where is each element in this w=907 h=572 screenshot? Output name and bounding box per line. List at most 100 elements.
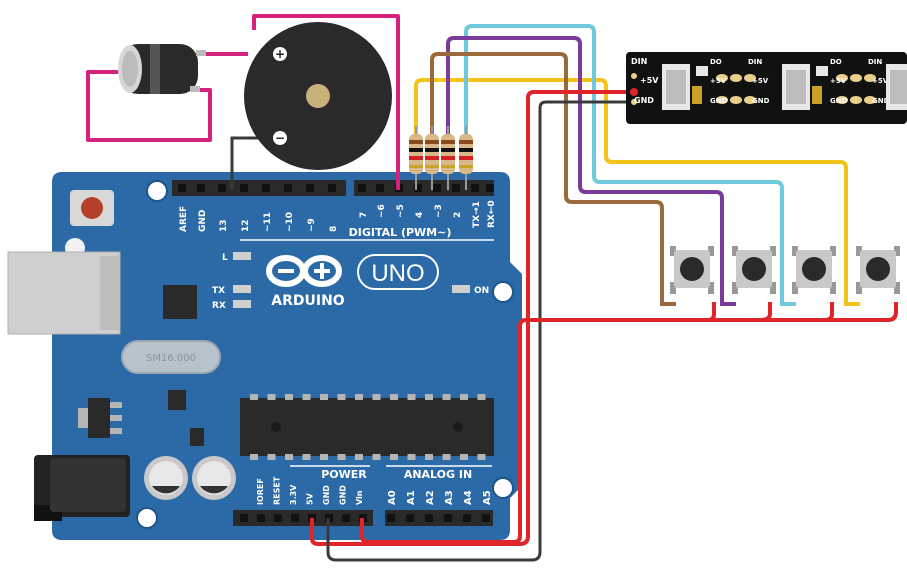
- digital-pin-label: ~9: [307, 218, 317, 232]
- digital-pin-socket[interactable]: [306, 184, 314, 192]
- wire-cyan[interactable]: [464, 24, 796, 306]
- digital-pin-label: 7: [359, 212, 369, 218]
- wire-red-strip[interactable]: [310, 90, 634, 546]
- wire-yellow[interactable]: [414, 78, 860, 306]
- digital-pin-socket[interactable]: [218, 184, 226, 192]
- digital-pin-label: ~5: [396, 204, 406, 218]
- wire-pink[interactable]: [86, 14, 400, 190]
- push-button[interactable]: [732, 246, 776, 294]
- resistor[interactable]: [459, 126, 473, 190]
- button-cap: [866, 257, 890, 281]
- push-button[interactable]: [670, 246, 714, 294]
- led-solder-pad: [730, 96, 742, 104]
- button-leg: [708, 282, 714, 294]
- regulator-leg: [110, 402, 122, 408]
- power-pin-socket[interactable]: [240, 514, 248, 522]
- digital-pin-socket[interactable]: [433, 184, 441, 192]
- strip-5v-label: +5V: [752, 77, 769, 85]
- digital-header-label: DIGITAL (PWM~): [349, 226, 452, 239]
- analog-pin-socket[interactable]: [387, 514, 395, 522]
- resistor-band: [441, 148, 455, 152]
- power-pin-socket[interactable]: [257, 514, 265, 522]
- piezo-buzzer[interactable]: + −: [244, 22, 392, 170]
- digital-pin-label: ~6: [377, 204, 387, 218]
- resistor-band: [441, 140, 455, 144]
- wire-brown[interactable]: [430, 52, 676, 306]
- reset-button[interactable]: [70, 190, 114, 226]
- analog-pin-socket[interactable]: [444, 514, 452, 522]
- buzzer-plus-label: +: [275, 47, 285, 61]
- electrolytic-capacitor[interactable]: [118, 44, 206, 94]
- digital-pin-socket[interactable]: [240, 184, 248, 192]
- regulator-leg: [110, 428, 122, 434]
- arduino-board[interactable]: SM16.000 L TX: [7, 172, 522, 540]
- header-digital-left: [172, 180, 346, 196]
- analog-pin-socket[interactable]: [406, 514, 414, 522]
- chip-pin: [460, 394, 468, 400]
- resistor-band: [441, 165, 455, 168]
- digital-pin-label: 4: [415, 212, 425, 218]
- digital-pin-socket[interactable]: [178, 184, 186, 192]
- led-tx: [233, 285, 251, 293]
- led-solder-pad: [836, 96, 848, 104]
- mount-hole: [492, 281, 514, 303]
- digital-pin-socket[interactable]: [358, 184, 366, 192]
- led-on-label: ON: [474, 286, 489, 296]
- strip-din-label: DIN: [631, 57, 647, 66]
- digital-pin-socket[interactable]: [376, 184, 384, 192]
- digital-pin-label: ~3: [434, 204, 444, 218]
- chip-pin: [460, 454, 468, 460]
- digital-pin-socket[interactable]: [284, 184, 292, 192]
- analog-pin-socket[interactable]: [463, 514, 471, 522]
- power-pin-socket[interactable]: [342, 514, 350, 522]
- chip-pin: [355, 454, 363, 460]
- power-pin-socket[interactable]: [274, 514, 282, 522]
- usb-connector-inner: [100, 256, 120, 330]
- button-cap: [680, 257, 704, 281]
- digital-pin-label: 13: [219, 219, 229, 232]
- digital-pin-socket[interactable]: [197, 184, 205, 192]
- digital-pin-socket[interactable]: [414, 184, 422, 192]
- button-leg: [670, 282, 676, 294]
- power-pin-socket[interactable]: [291, 514, 299, 522]
- digital-pin-label: 12: [241, 219, 251, 232]
- resistor[interactable]: [425, 126, 439, 190]
- led-rx: [233, 300, 251, 308]
- wire-black-strip[interactable]: [326, 100, 634, 562]
- push-button[interactable]: [856, 246, 900, 294]
- digital-pin-socket[interactable]: [452, 184, 460, 192]
- analog-pin-label: A3: [444, 490, 455, 505]
- digital-pin-label: AREF: [179, 206, 189, 232]
- strip-gnd-label: GND: [710, 97, 728, 105]
- chip-pin: [250, 394, 258, 400]
- digital-pin-socket[interactable]: [486, 184, 494, 192]
- button-leg: [894, 246, 900, 256]
- small-transistor: [190, 428, 204, 446]
- wire-purple[interactable]: [446, 36, 736, 306]
- resistor[interactable]: [409, 126, 423, 190]
- button-leg: [830, 282, 836, 294]
- analog-pin-label: A0: [387, 490, 398, 505]
- push-button[interactable]: [792, 246, 836, 294]
- digital-pin-socket[interactable]: [328, 184, 336, 192]
- digital-pin-socket[interactable]: [262, 184, 270, 192]
- analog-pin-socket[interactable]: [482, 514, 490, 522]
- resistor[interactable]: [441, 126, 455, 190]
- digital-pin-socket[interactable]: [471, 184, 479, 192]
- wire-red-buttons[interactable]: [360, 302, 898, 544]
- mount-hole: [146, 180, 168, 202]
- resistor-band: [441, 156, 455, 160]
- led-solder-pad: [744, 74, 756, 82]
- strip-do-label: DO: [710, 58, 722, 66]
- analog-pin-socket[interactable]: [425, 514, 433, 522]
- chip-pin: [337, 454, 346, 460]
- board-capacitor: [192, 456, 236, 500]
- power-label: POWER: [321, 468, 367, 481]
- chip-pin: [302, 454, 311, 460]
- resistor-band: [459, 165, 473, 168]
- led-l: [233, 252, 251, 260]
- button-leg: [894, 282, 900, 294]
